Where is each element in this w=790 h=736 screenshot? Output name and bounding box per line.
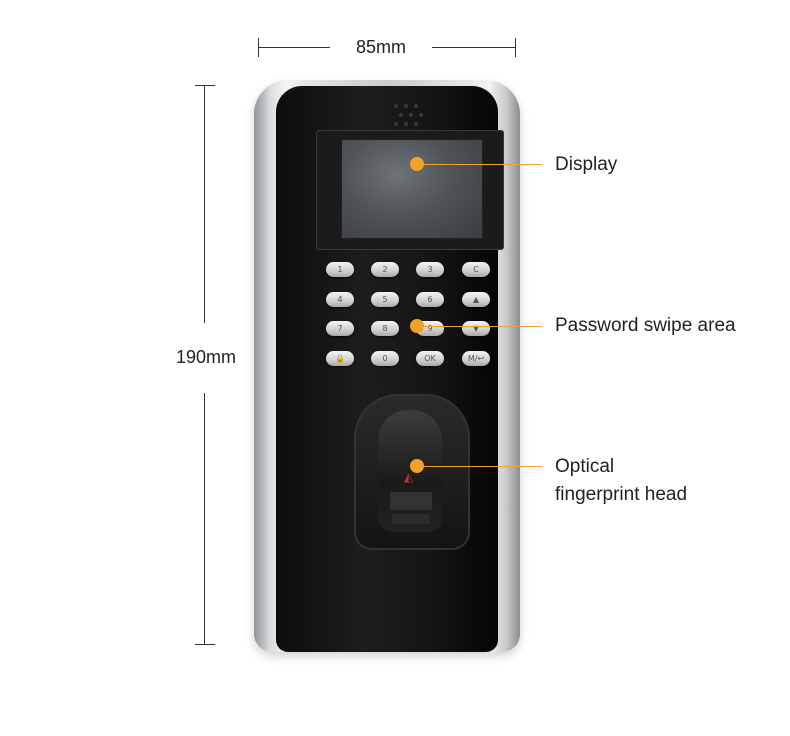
callout-line [424, 466, 542, 467]
key-menu[interactable]: M/↩ [462, 351, 490, 366]
key-3[interactable]: 3 [416, 262, 444, 277]
sensor-label-plate [392, 514, 430, 524]
callout-dot [410, 319, 424, 333]
dimension-cap [195, 85, 215, 86]
key-lock[interactable]: 🔒 [326, 351, 354, 366]
access-control-device: 1 2 3 C 4 5 6 ▲ 7 8 9 ▼ 🔒 0 OK M/↩ ◭ [254, 80, 520, 652]
callout-label: Optical [555, 456, 615, 477]
key-0[interactable]: 0 [371, 351, 399, 366]
brand-logo-icon: ◭ [404, 470, 414, 484]
height-dimension: 190mm [158, 85, 254, 645]
key-5[interactable]: 5 [371, 292, 399, 307]
display-screen [341, 139, 483, 239]
key-4[interactable]: 4 [326, 292, 354, 307]
callout-label: Display [555, 154, 618, 175]
width-dimension: 85mm [258, 37, 516, 58]
key-1[interactable]: 1 [326, 262, 354, 277]
callout-label: fingerprint head [555, 484, 688, 505]
key-down[interactable]: ▼ [462, 321, 490, 336]
dimension-line [204, 85, 205, 323]
key-2[interactable]: 2 [371, 262, 399, 277]
callout-line [424, 326, 542, 327]
key-c[interactable]: C [462, 262, 490, 277]
dimension-line [258, 47, 330, 48]
height-label: 190mm [175, 347, 237, 367]
sensor-label-plate [390, 492, 432, 510]
fingerprint-sensor: ◭ [378, 410, 442, 532]
callout-dot [410, 157, 424, 171]
dimension-line [204, 393, 205, 645]
dimension-line [432, 47, 516, 48]
callout-dot [410, 459, 424, 473]
fingerprint-reader[interactable]: ◭ [354, 394, 470, 550]
key-7[interactable]: 7 [326, 321, 354, 336]
dimension-cap [195, 644, 215, 645]
callout-line [424, 164, 542, 165]
key-ok[interactable]: OK [416, 351, 444, 366]
key-8[interactable]: 8 [371, 321, 399, 336]
key-6[interactable]: 6 [416, 292, 444, 307]
display-frame [316, 130, 504, 250]
key-up[interactable]: ▲ [462, 292, 490, 307]
callout-label: Password swipe area [555, 315, 736, 336]
device-face: 1 2 3 C 4 5 6 ▲ 7 8 9 ▼ 🔒 0 OK M/↩ ◭ [276, 86, 504, 652]
dimension-cap [515, 38, 516, 57]
speaker-grille [394, 102, 426, 128]
width-label: 85mm [355, 37, 406, 57]
